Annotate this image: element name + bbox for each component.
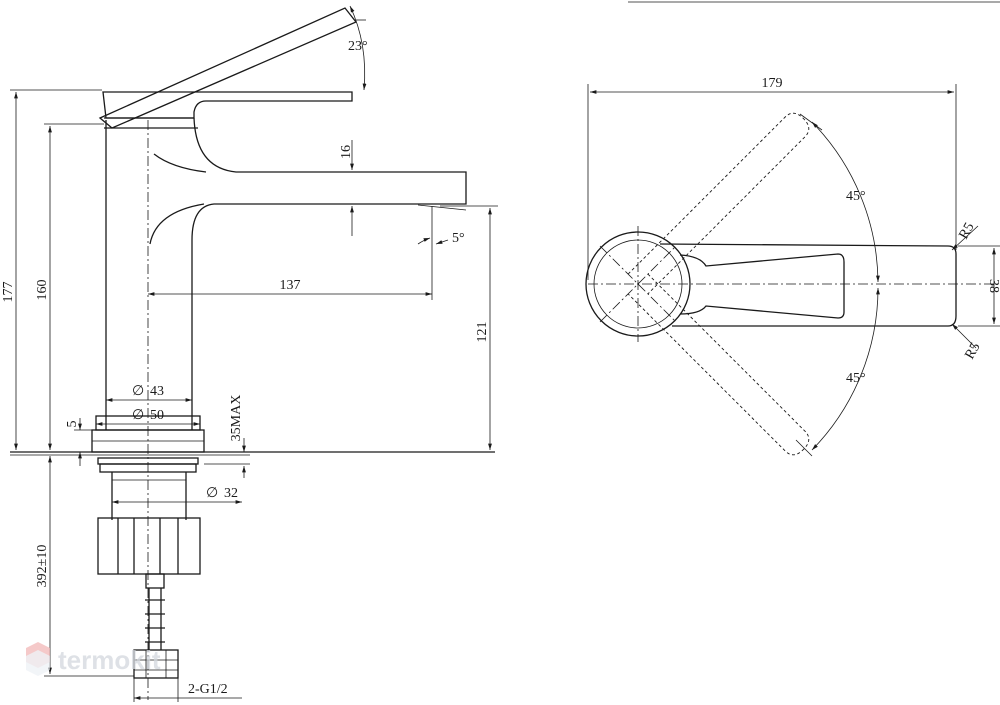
dim-width: 38	[986, 279, 1000, 293]
dim-spout-tilt: 5°	[452, 231, 465, 246]
lever-raised-outline	[98, 7, 358, 129]
dim-hose-thread: 2-G1/2	[188, 682, 228, 697]
lever-top-outline	[659, 243, 957, 327]
dim-shank-dia: 32	[224, 486, 238, 501]
brand-name: termokit	[58, 645, 161, 675]
dim-rotation-upper: 45°	[846, 189, 866, 204]
dim-lever-angle: 23°	[348, 39, 368, 54]
side-view: 177 160 23° 16 5° 137 121 ∅ 43 ∅ 50	[1, 5, 498, 702]
dim-base-thickness: 5	[65, 421, 80, 428]
dim-radius-top: R5	[956, 220, 977, 242]
top-view: 179 38 R5 R5 45° 45°	[585, 76, 1000, 457]
lever-closed-outline	[102, 91, 353, 119]
dim-body-height: 160	[35, 280, 50, 301]
dim-dia-symbol-43: ∅	[132, 384, 144, 399]
dim-base-dia-large: 50	[150, 408, 164, 423]
angle-arc-lower	[811, 287, 880, 451]
dim-dia-symbol-32: ∅	[206, 486, 218, 501]
dim-radius-bottom: R5	[962, 340, 983, 362]
dim-total-height: 177	[1, 282, 16, 303]
lever-rotated-upper	[627, 112, 810, 295]
dim-spout-gap: 16	[339, 145, 354, 159]
mounting-nut	[97, 517, 201, 575]
hose-fitting	[133, 649, 179, 679]
dim-spout-height: 121	[475, 322, 490, 343]
dim-dia-symbol-50: ∅	[132, 408, 144, 423]
lever-rotated-lower	[627, 273, 810, 456]
dim-rotation-lower: 45°	[846, 371, 866, 386]
dim-deck-max: 35MAX	[229, 395, 244, 442]
angle-arc-upper	[811, 121, 880, 283]
dim-overall-length: 179	[762, 76, 783, 91]
dim-spout-reach: 137	[280, 278, 301, 293]
spout-outline	[191, 117, 467, 430]
dim-base-dia-small: 43	[150, 384, 164, 399]
dim-hose-length: 392±10	[35, 545, 50, 588]
brand-watermark: termokit	[26, 642, 161, 676]
